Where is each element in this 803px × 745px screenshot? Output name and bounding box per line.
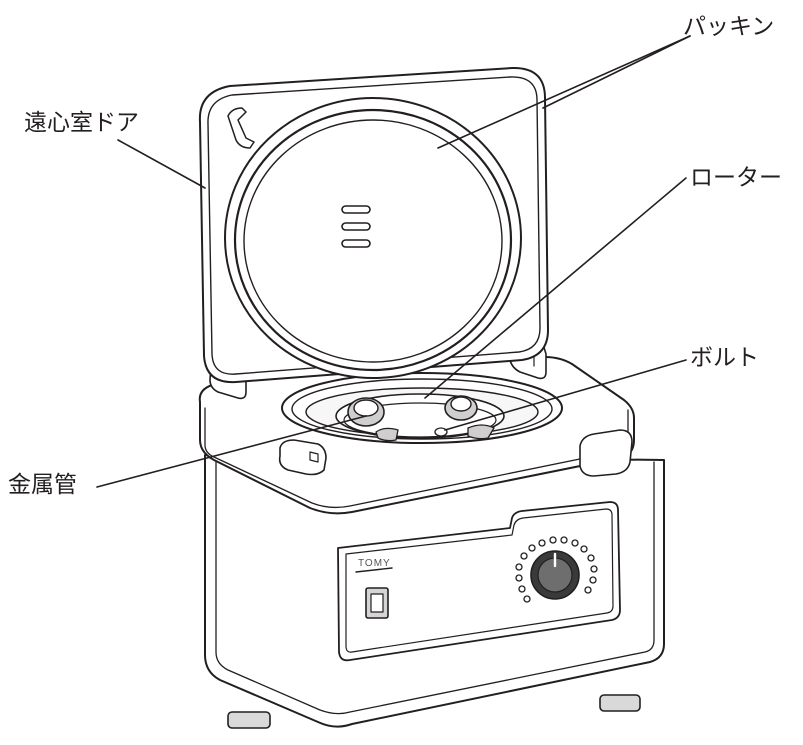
label-bolt: ボルト: [690, 345, 759, 371]
leader-tube: [96, 415, 367, 488]
bolt: [434, 427, 448, 437]
label-gasket: パッキン: [683, 14, 775, 40]
gasket: [224, 97, 522, 379]
foot-right: [599, 694, 641, 712]
leader-bolt: [444, 359, 687, 431]
leader-door: [117, 139, 206, 189]
leader-gasket-2: [542, 35, 691, 109]
control-panel: [337, 501, 621, 662]
leader-gasket-1: [437, 35, 691, 149]
label-chamber-door: 遠心室ドア: [24, 110, 139, 136]
speed-knob: [515, 536, 598, 603]
leader-rotor: [424, 177, 687, 399]
label-metal-tube: 金属管: [8, 472, 77, 498]
foot-left: [227, 711, 271, 729]
label-rotor: ローター: [690, 165, 782, 191]
brand-logo: TOMY: [358, 558, 391, 569]
